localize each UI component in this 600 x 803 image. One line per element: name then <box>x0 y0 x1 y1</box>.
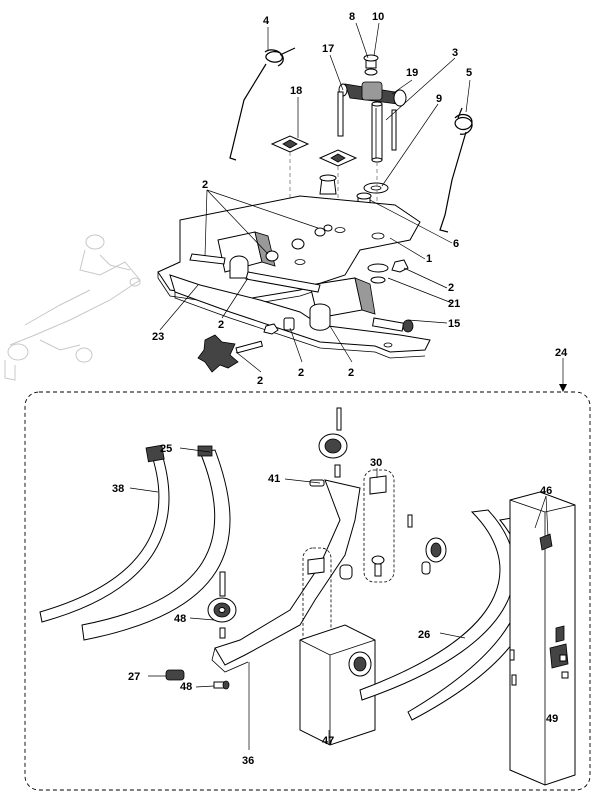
block-part-47 <box>299 624 376 746</box>
label-30: 30 <box>370 457 382 469</box>
part-labels: 4 8 10 3 5 17 19 18 9 2 6 1 2 21 15 23 2… <box>112 11 568 767</box>
label-18: 18 <box>290 85 302 97</box>
kit-group-part-30 <box>363 469 395 583</box>
wheel-part-48 <box>207 571 237 639</box>
bracket-block-left <box>217 231 276 279</box>
cap-part <box>319 174 337 195</box>
bracket-block-part-15 <box>309 277 376 331</box>
washer-part-9 <box>363 182 389 194</box>
label-19: 19 <box>406 67 418 79</box>
wheel-caster-right <box>421 537 447 575</box>
block-part-49 <box>509 491 576 786</box>
label-9: 9 <box>436 93 442 105</box>
label-27: 27 <box>128 671 140 683</box>
spring-part-5 <box>439 107 473 233</box>
label-2-c: 2 <box>218 319 224 331</box>
label-17: 17 <box>322 43 334 55</box>
label-38: 38 <box>112 483 124 495</box>
screw-part-48 <box>213 680 230 690</box>
label-10: 10 <box>372 11 384 23</box>
label-8: 8 <box>349 11 355 23</box>
label-5: 5 <box>466 67 472 79</box>
bolt-part-8 <box>363 54 379 76</box>
cap-part-27 <box>165 669 185 681</box>
leader-lines-upper <box>159 22 471 373</box>
label-26: 26 <box>418 629 430 641</box>
rod-part <box>189 253 321 293</box>
knob-part <box>197 334 264 373</box>
label-3: 3 <box>452 47 458 59</box>
assembly-thumbnail <box>4 234 141 381</box>
label-4: 4 <box>263 15 270 27</box>
label-2-d: 2 <box>257 375 263 387</box>
upper-assembly <box>157 47 473 373</box>
lower-kit <box>39 407 576 786</box>
label-48-a: 48 <box>174 613 186 625</box>
label-2-e: 2 <box>298 367 304 379</box>
bolt-part-15 <box>372 317 414 333</box>
nut-part-2 <box>391 259 409 273</box>
base-plate-part-1 <box>157 195 421 307</box>
kit-group-part-47 <box>302 547 332 679</box>
wheel-top <box>318 407 348 478</box>
label-47: 47 <box>322 735 334 747</box>
label-25: 25 <box>160 443 172 455</box>
label-41: 41 <box>268 473 280 485</box>
label-48-b: 48 <box>180 681 192 693</box>
spring-part-4 <box>229 47 296 161</box>
wheel-caster-left <box>348 651 372 677</box>
label-23: 23 <box>152 331 164 343</box>
label-24: 24 <box>555 347 568 359</box>
label-21: 21 <box>448 298 460 310</box>
label-2-a: 2 <box>202 179 208 191</box>
label-49: 49 <box>546 713 558 725</box>
label-1: 1 <box>426 253 432 265</box>
label-46: 46 <box>540 485 552 497</box>
label-2-f: 2 <box>348 367 354 379</box>
pin-part-17 <box>337 91 397 151</box>
label-36: 36 <box>242 755 254 767</box>
washer-part-21 <box>367 263 389 273</box>
label-2-b: 2 <box>448 282 454 294</box>
plate-part-18 <box>270 135 358 167</box>
label-15: 15 <box>448 318 460 330</box>
leader-lines-lower <box>129 447 549 750</box>
shaft-part-3 <box>371 101 383 163</box>
label-6: 6 <box>453 238 459 250</box>
squeegee-blade-part-38 <box>39 444 170 623</box>
kit-boundary-part-24 <box>24 391 591 791</box>
